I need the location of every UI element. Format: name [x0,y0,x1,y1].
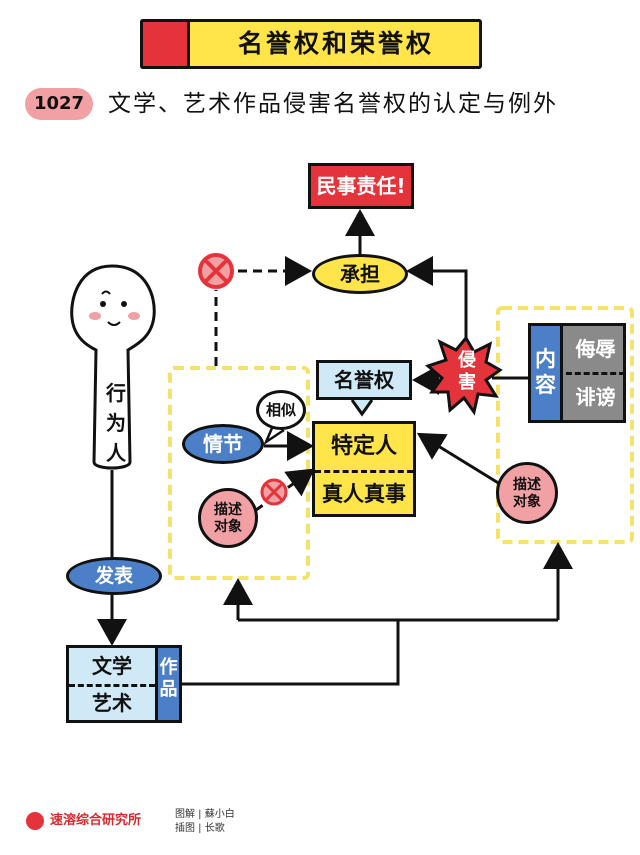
reputation-box: 名誉权 [316,360,412,400]
works-box: 文学 艺术 作品 [66,645,182,723]
content-divider [566,372,625,375]
describe-object-right: 描述 对象 [496,462,558,524]
content-label: 内容 [531,326,563,420]
credit-illustration: 图解 | 蘇小白 [175,809,235,820]
actor-label: 行为人 [106,381,126,465]
literature-label: 文学 [92,654,132,678]
title-banner-accent [140,19,190,69]
credit-drawing: 插图 | 长歌 [175,823,225,834]
right-dashed-frame [496,306,634,544]
specific-person-box: 特定人 真人真事 [312,421,416,517]
page-title: 名誉权和荣誉权 [237,29,434,58]
works-divider [69,684,155,687]
bear-oval: 承担 [312,254,408,294]
describe-object-left: 描述 对象 [198,488,258,548]
defame-label: 诽谤 [575,385,616,409]
prohibited-icon [198,253,234,289]
specific-person-divider [315,470,413,473]
plot-oval: 情节 [182,424,264,464]
works-tag: 作品 [155,645,182,723]
footer-credits: 图解 | 蘇小白 插图 | 长歌 [175,808,235,836]
subtitle: 文学、艺术作品侵害名誉权的认定与例外 [108,91,558,117]
footer-org: 速溶综合研究所 [50,813,142,828]
publish-oval: 发表 [66,557,162,595]
real-person-label: 真人真事 [322,482,406,506]
content-box: 内容 侮辱 诽谤 [528,323,626,423]
article-number-badge: 1027 [25,88,93,120]
actor-figure [70,264,156,470]
infringe-burst [425,335,503,416]
infringe-label: 侵 害 [458,350,476,393]
art-label: 艺术 [92,691,132,715]
specific-person-label: 特定人 [330,434,397,459]
brand-logo-icon [26,812,44,830]
insult-label: 侮辱 [575,337,616,361]
civil-liability-box: 民事责任! [308,163,414,209]
similar-bubble: 相似 [256,390,306,430]
prohibited-icon [260,478,288,506]
